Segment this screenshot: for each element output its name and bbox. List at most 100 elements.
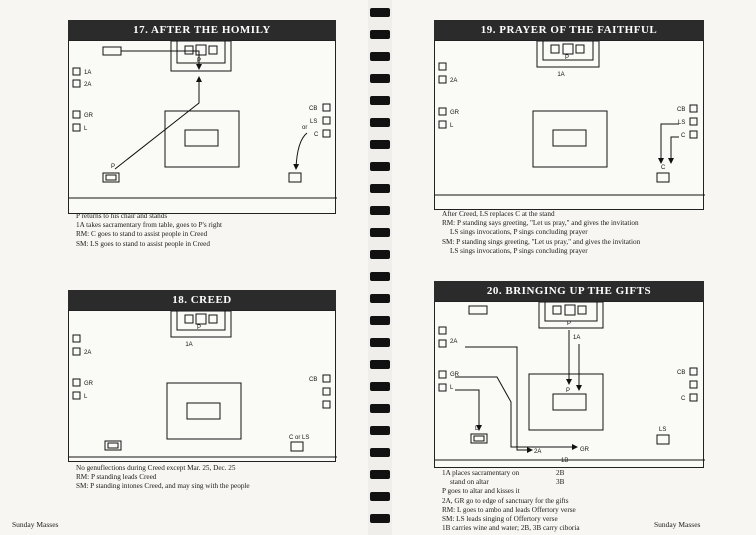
- acolyte-1a-label: 1A: [84, 70, 91, 76]
- ls-label: LS: [310, 119, 317, 125]
- acolyte-2a-label: 2A: [450, 78, 457, 84]
- binding-ring: [370, 30, 390, 39]
- caption-line: RM: P standing leads Creed: [76, 473, 157, 482]
- caption-line: P goes to altar and kisses it: [442, 487, 520, 496]
- left-page: 17. AFTER THE HOMILY P 1A: [0, 0, 368, 535]
- caption-line: RM: P standing says greeting, "Let us pr…: [442, 219, 639, 228]
- binding-ring: [370, 426, 390, 435]
- caption-line: SM: P standing intones Creed, and may si…: [76, 482, 250, 491]
- panel-title: 19. PRAYER OF THE FAITHFUL: [434, 20, 704, 40]
- panel-caption-right: 2B 3B: [556, 469, 564, 487]
- gr-destination-label: GR: [580, 447, 590, 453]
- binding-ring: [370, 162, 390, 171]
- priest-altar-label: P: [566, 388, 570, 394]
- binding-ring: [370, 206, 390, 215]
- cb-label: CB: [677, 107, 685, 113]
- cb-label: CB: [309, 377, 317, 383]
- binding-ring: [370, 316, 390, 325]
- cantor-label: C: [314, 132, 319, 138]
- binding-ring: [370, 118, 390, 127]
- sanctuary-diagram: P 1A 2A GR L CB LS C C: [434, 40, 705, 210]
- right-page: 19. PRAYER OF THE FAITHFUL P 1A 2A: [392, 0, 756, 535]
- caption-line: SM: P standing sings greeting, "Let us p…: [442, 237, 641, 246]
- binding-ring: [370, 96, 390, 105]
- caption-line: RM: C goes to stand to assist people in …: [76, 230, 208, 239]
- lector-label: L: [84, 394, 88, 400]
- caption-line: No genuflections during Creed except Mar…: [76, 464, 236, 472]
- caption-line: SM: LS leads singing of Offertory verse: [442, 515, 558, 524]
- lector-label: L: [450, 123, 454, 129]
- caption-line: 2B: [556, 469, 565, 477]
- cantor-or-ls-label: C or LS: [289, 435, 309, 441]
- panel-prayer-of-the-faithful: 19. PRAYER OF THE FAITHFUL P 1A 2A: [434, 20, 705, 270]
- binding-ring: [370, 382, 390, 391]
- binding-ring: [370, 74, 390, 83]
- binding-ring: [370, 360, 390, 369]
- caption-line: 3B: [556, 478, 565, 487]
- binding-ring: [370, 404, 390, 413]
- caption-line: SM: LS goes to stand to assist people in…: [76, 239, 210, 248]
- priest-chair-label: P: [111, 164, 115, 170]
- sanctuary-diagram: P 2A 1A GR L CB C P L: [434, 301, 705, 468]
- caption-line: P returns to his chair and stands: [76, 212, 168, 220]
- binding-ring: [370, 470, 390, 479]
- binding-ring: [370, 272, 390, 281]
- server-1b-label: 1B: [561, 458, 569, 464]
- binding-ring: [370, 294, 390, 303]
- acolyte-2a-destination-label: 2A: [534, 449, 541, 455]
- caption-line: 1A takes sacramentary from table, goes t…: [76, 221, 223, 230]
- panel-creed: 18. CREED P 1A 2A GR L CB: [68, 290, 337, 515]
- binding-ring: [370, 250, 390, 259]
- caption-line: 1B carries wine and water; 2B, 3B carry …: [442, 524, 580, 533]
- or-label: or: [302, 125, 307, 131]
- cb-label: CB: [309, 106, 317, 112]
- binding-ring: [370, 448, 390, 457]
- acolyte-1a-label: 1A: [557, 72, 564, 78]
- priest-label: P: [567, 321, 571, 327]
- caption-line: 2A, GR go to edge of sanctuary for the g…: [442, 496, 569, 505]
- priest-label: P: [565, 55, 569, 61]
- panel-caption: After Creed, LS replaces C at the stand …: [442, 210, 640, 256]
- cantor-label: C: [681, 396, 686, 402]
- ls-label: LS: [659, 427, 666, 433]
- caption-line: stand on altar: [450, 478, 489, 487]
- gr-label: GR: [84, 113, 94, 119]
- lector-label: L: [84, 126, 88, 132]
- binding-ring: [370, 140, 390, 149]
- lector-label: L: [450, 385, 454, 391]
- caption-line: RM: L goes to ambo and leads Offertory v…: [442, 505, 576, 514]
- spiral-binding: [368, 0, 392, 535]
- binding-ring: [370, 52, 390, 61]
- binding-ring: [370, 492, 390, 501]
- binding-ring: [370, 338, 390, 347]
- binding-ring: [370, 184, 390, 193]
- gr-label: GR: [84, 381, 94, 387]
- priest-label: P: [197, 325, 201, 331]
- panel-caption: 1A places sacramentary on stand on altar…: [442, 469, 580, 533]
- caption-line: LS sings invocations, P sings concluding…: [450, 246, 588, 255]
- caption-line: LS sings invocations, P sings concluding…: [450, 228, 588, 237]
- sanctuary-diagram: P 1A 2A GR L CB LS C or: [68, 40, 337, 214]
- sanctuary-diagram: P 1A 2A GR L CB C or LS: [68, 310, 337, 462]
- binding-ring: [370, 8, 390, 17]
- lector-ambo-label: L: [475, 426, 479, 432]
- caption-line: After Creed, LS replaces C at the stand: [442, 210, 555, 218]
- panel-title: 18. CREED: [68, 290, 336, 310]
- cantor-new-label: C: [661, 165, 666, 171]
- gr-label: GR: [450, 372, 460, 378]
- panel-bringing-up-the-gifts: 20. BRINGING UP THE GIFTS P 2A 1A: [434, 281, 705, 532]
- panel-caption: No genuflections during Creed except Mar…: [76, 464, 250, 492]
- acolyte-2a-label: 2A: [84, 82, 91, 88]
- acolyte-2a-label: 2A: [450, 339, 457, 345]
- cb-label: CB: [677, 370, 685, 376]
- acolyte-1a-label: 1A: [185, 342, 192, 348]
- gr-label: GR: [450, 110, 460, 116]
- cantor-label: C: [681, 133, 686, 139]
- caption-line: 1A places sacramentary on: [442, 469, 520, 477]
- binding-ring: [370, 514, 390, 523]
- panel-caption: P returns to his chair and stands 1A tak…: [76, 212, 222, 249]
- panel-title: 17. AFTER THE HOMILY: [68, 20, 336, 40]
- binding-ring: [370, 228, 390, 237]
- ls-label: LS: [678, 120, 685, 126]
- footer-right: Sunday Masses: [654, 520, 701, 529]
